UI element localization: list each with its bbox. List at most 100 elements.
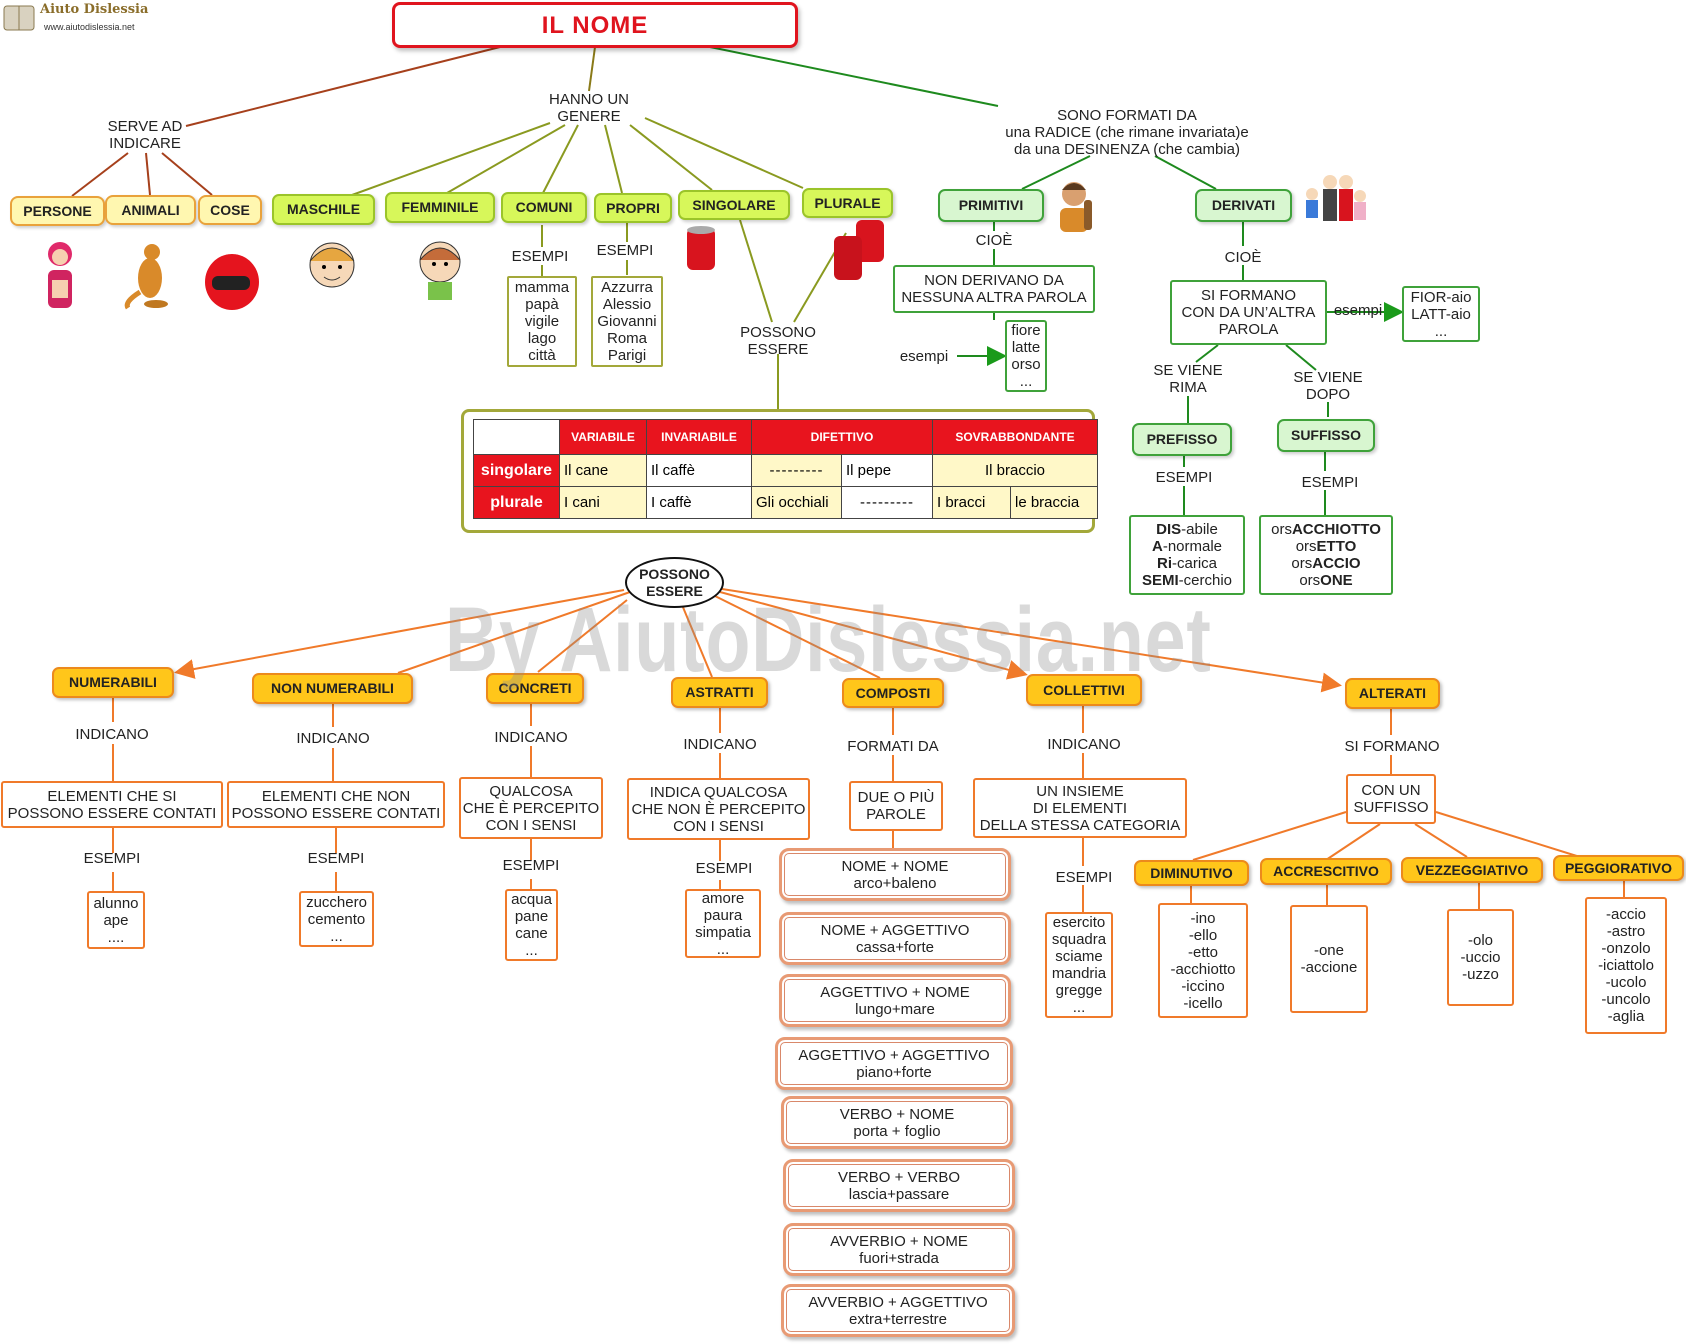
composti-definition: DUE O PIÙ PAROLE xyxy=(849,781,943,831)
possono-essere-hub: POSSONO ESSERE xyxy=(625,557,724,608)
table-corner xyxy=(473,419,560,455)
se-viene-rima: SE VIENE RIMA xyxy=(1153,362,1223,396)
formati-label: SONO FORMATI DA una RADICE (che rimane i… xyxy=(1005,107,1249,158)
table-cell: Il pepe xyxy=(841,454,933,487)
composto-rule: VERBO + NOME xyxy=(839,1105,955,1123)
node-maschile: MASCHILE xyxy=(272,194,375,225)
helmet-icon xyxy=(205,254,259,310)
girl-icon xyxy=(419,241,461,300)
collettivi-esempi: ESEMPI xyxy=(1055,869,1113,886)
page-title: IL NOME xyxy=(392,2,798,48)
caveman-icon xyxy=(1060,182,1092,232)
collettivi-definition: UN INSIEME DI ELEMENTI DELLA STESSA CATE… xyxy=(973,778,1187,838)
numerabili-examples: alunno ape .... xyxy=(87,891,145,949)
suffisso-example: orsACCIO xyxy=(1291,555,1361,572)
table-header: DIFETTIVO xyxy=(751,419,933,455)
prefisso-example: SEMI-cerchio xyxy=(1141,572,1233,589)
concreti-verb: INDICANO xyxy=(494,729,568,746)
non-numerabili-esempi: ESEMPI xyxy=(307,850,365,867)
collettivi-verb: INDICANO xyxy=(1047,736,1121,753)
node-persone: PERSONE xyxy=(10,196,105,226)
kangaroo-icon xyxy=(124,244,168,310)
composto-rule: AGGETTIVO + AGGETTIVO xyxy=(798,1046,990,1064)
book-icon xyxy=(3,5,35,31)
serve-label: SERVE AD INDICARE xyxy=(107,118,183,152)
composto-rule: VERBO + VERBO xyxy=(837,1168,961,1186)
astratti-examples: amore paura simpatia ... xyxy=(685,889,761,958)
composto-example: cassa+forte xyxy=(856,938,934,956)
astratti-definition: INDICA QUALCOSA CHE NON È PERCEPITO CON … xyxy=(627,778,810,840)
table-row-label: singolare xyxy=(473,454,560,487)
composto-rule: NOME + NOME xyxy=(841,857,949,875)
table-cell: I caffè xyxy=(646,486,752,519)
node-collettivi: COLLETTIVI xyxy=(1026,674,1142,706)
composto-example: fuori+strada xyxy=(859,1249,939,1267)
non-numerabili-examples: zucchero cemento ... xyxy=(299,891,374,947)
logo-name: Aiuto Dislessia xyxy=(40,2,149,17)
numerabili-verb: INDICANO xyxy=(75,726,149,743)
se-viene-dopo: SE VIENE DOPO xyxy=(1293,369,1363,403)
prefisso-example: A-normale xyxy=(1151,538,1223,555)
table-cell: I cani xyxy=(559,486,647,519)
node-plurale: PLURALE xyxy=(802,188,893,218)
node-diminutivo: DIMINUTIVO xyxy=(1134,860,1249,886)
table-cell: Gli occhiali xyxy=(751,486,842,519)
person-icon xyxy=(48,242,72,308)
composti-verb: FORMATI DA xyxy=(847,738,939,755)
node-primitivi: PRIMITIVI xyxy=(938,189,1044,222)
node-numerabili: NUMERABILI xyxy=(52,667,174,698)
derivati-definition: SI FORMANO CON DA UN’ALTRA PAROLA xyxy=(1170,280,1327,345)
table-cell: --------- xyxy=(751,454,842,487)
suffisso-example: orsACCHIOTTO xyxy=(1271,521,1381,538)
node-non-numerabili: NON NUMERABILI xyxy=(252,673,413,704)
derivati-cioe: CIOÈ xyxy=(1224,249,1262,266)
logo-url: www.aiutodislessia.net xyxy=(44,22,135,32)
node-derivati: DERIVATI xyxy=(1195,189,1292,222)
node-alterati: ALTERATI xyxy=(1345,678,1440,709)
suffisso-esempi-label: ESEMPI xyxy=(1301,474,1359,491)
composto-rule: NOME + AGGETTIVO xyxy=(820,921,970,939)
node-composti: COMPOSTI xyxy=(842,678,944,708)
soda-can-icon xyxy=(687,226,715,270)
propri-esempi-label: ESEMPI xyxy=(596,242,654,259)
node-astratti: ASTRATTI xyxy=(671,677,768,708)
concreti-examples: acqua pane cane ... xyxy=(505,889,558,961)
concreti-definition: QUALCOSA CHE È PERCEPITO CON I SENSI xyxy=(459,777,603,839)
prefisso-examples: DIS-abile A-normale Ri-carica SEMI-cerch… xyxy=(1129,515,1245,595)
node-singolare: SINGOLARE xyxy=(678,190,790,220)
concreti-esempi: ESEMPI xyxy=(502,857,560,874)
soda-cans-icon xyxy=(834,220,884,280)
genere-label: HANNO UN GENERE xyxy=(548,91,630,125)
derivati-examples: FIOR-aio LATT-aio ... xyxy=(1402,286,1480,342)
numerabili-esempi: ESEMPI xyxy=(83,850,141,867)
table-header: SOVRABBONDANTE xyxy=(932,419,1098,455)
propri-examples: Azzurra Alessio Giovanni Roma Parigi xyxy=(591,276,663,367)
table-cell: --------- xyxy=(841,486,933,519)
composto-rule: AVVERBIO + AGGETTIVO xyxy=(808,1293,988,1311)
table-cell: le braccia xyxy=(1010,486,1098,519)
composto-example: porta + foglio xyxy=(853,1122,941,1140)
table-row-label: plurale xyxy=(473,486,560,519)
node-comuni: COMUNI xyxy=(501,192,587,223)
table-header: INVARIABILE xyxy=(646,419,752,455)
number-table: VARIABILE INVARIABILE DIFETTIVO SOVRABBO… xyxy=(473,419,1098,519)
comuni-examples: mamma papà vigile lago città xyxy=(507,276,577,367)
composto-example: arco+baleno xyxy=(853,874,937,892)
node-suffisso: SUFFISSO xyxy=(1277,419,1375,452)
alterati-definition: CON UN SUFFISSO xyxy=(1346,774,1436,824)
suffisso-example: orsONE xyxy=(1299,572,1353,589)
node-vezzeggiativo: VEZZEGGIATIVO xyxy=(1401,857,1543,883)
boy-icon xyxy=(309,242,355,288)
node-prefisso: PREFISSO xyxy=(1132,423,1232,456)
node-concreti: CONCRETI xyxy=(486,673,584,704)
node-femminile: FEMMINILE xyxy=(385,192,495,223)
collettivi-examples: esercito squadra sciame mandria gregge .… xyxy=(1045,912,1113,1018)
accrescitivo-suffixes: -one -accione xyxy=(1290,905,1368,1013)
composto-example: piano+forte xyxy=(856,1063,932,1081)
